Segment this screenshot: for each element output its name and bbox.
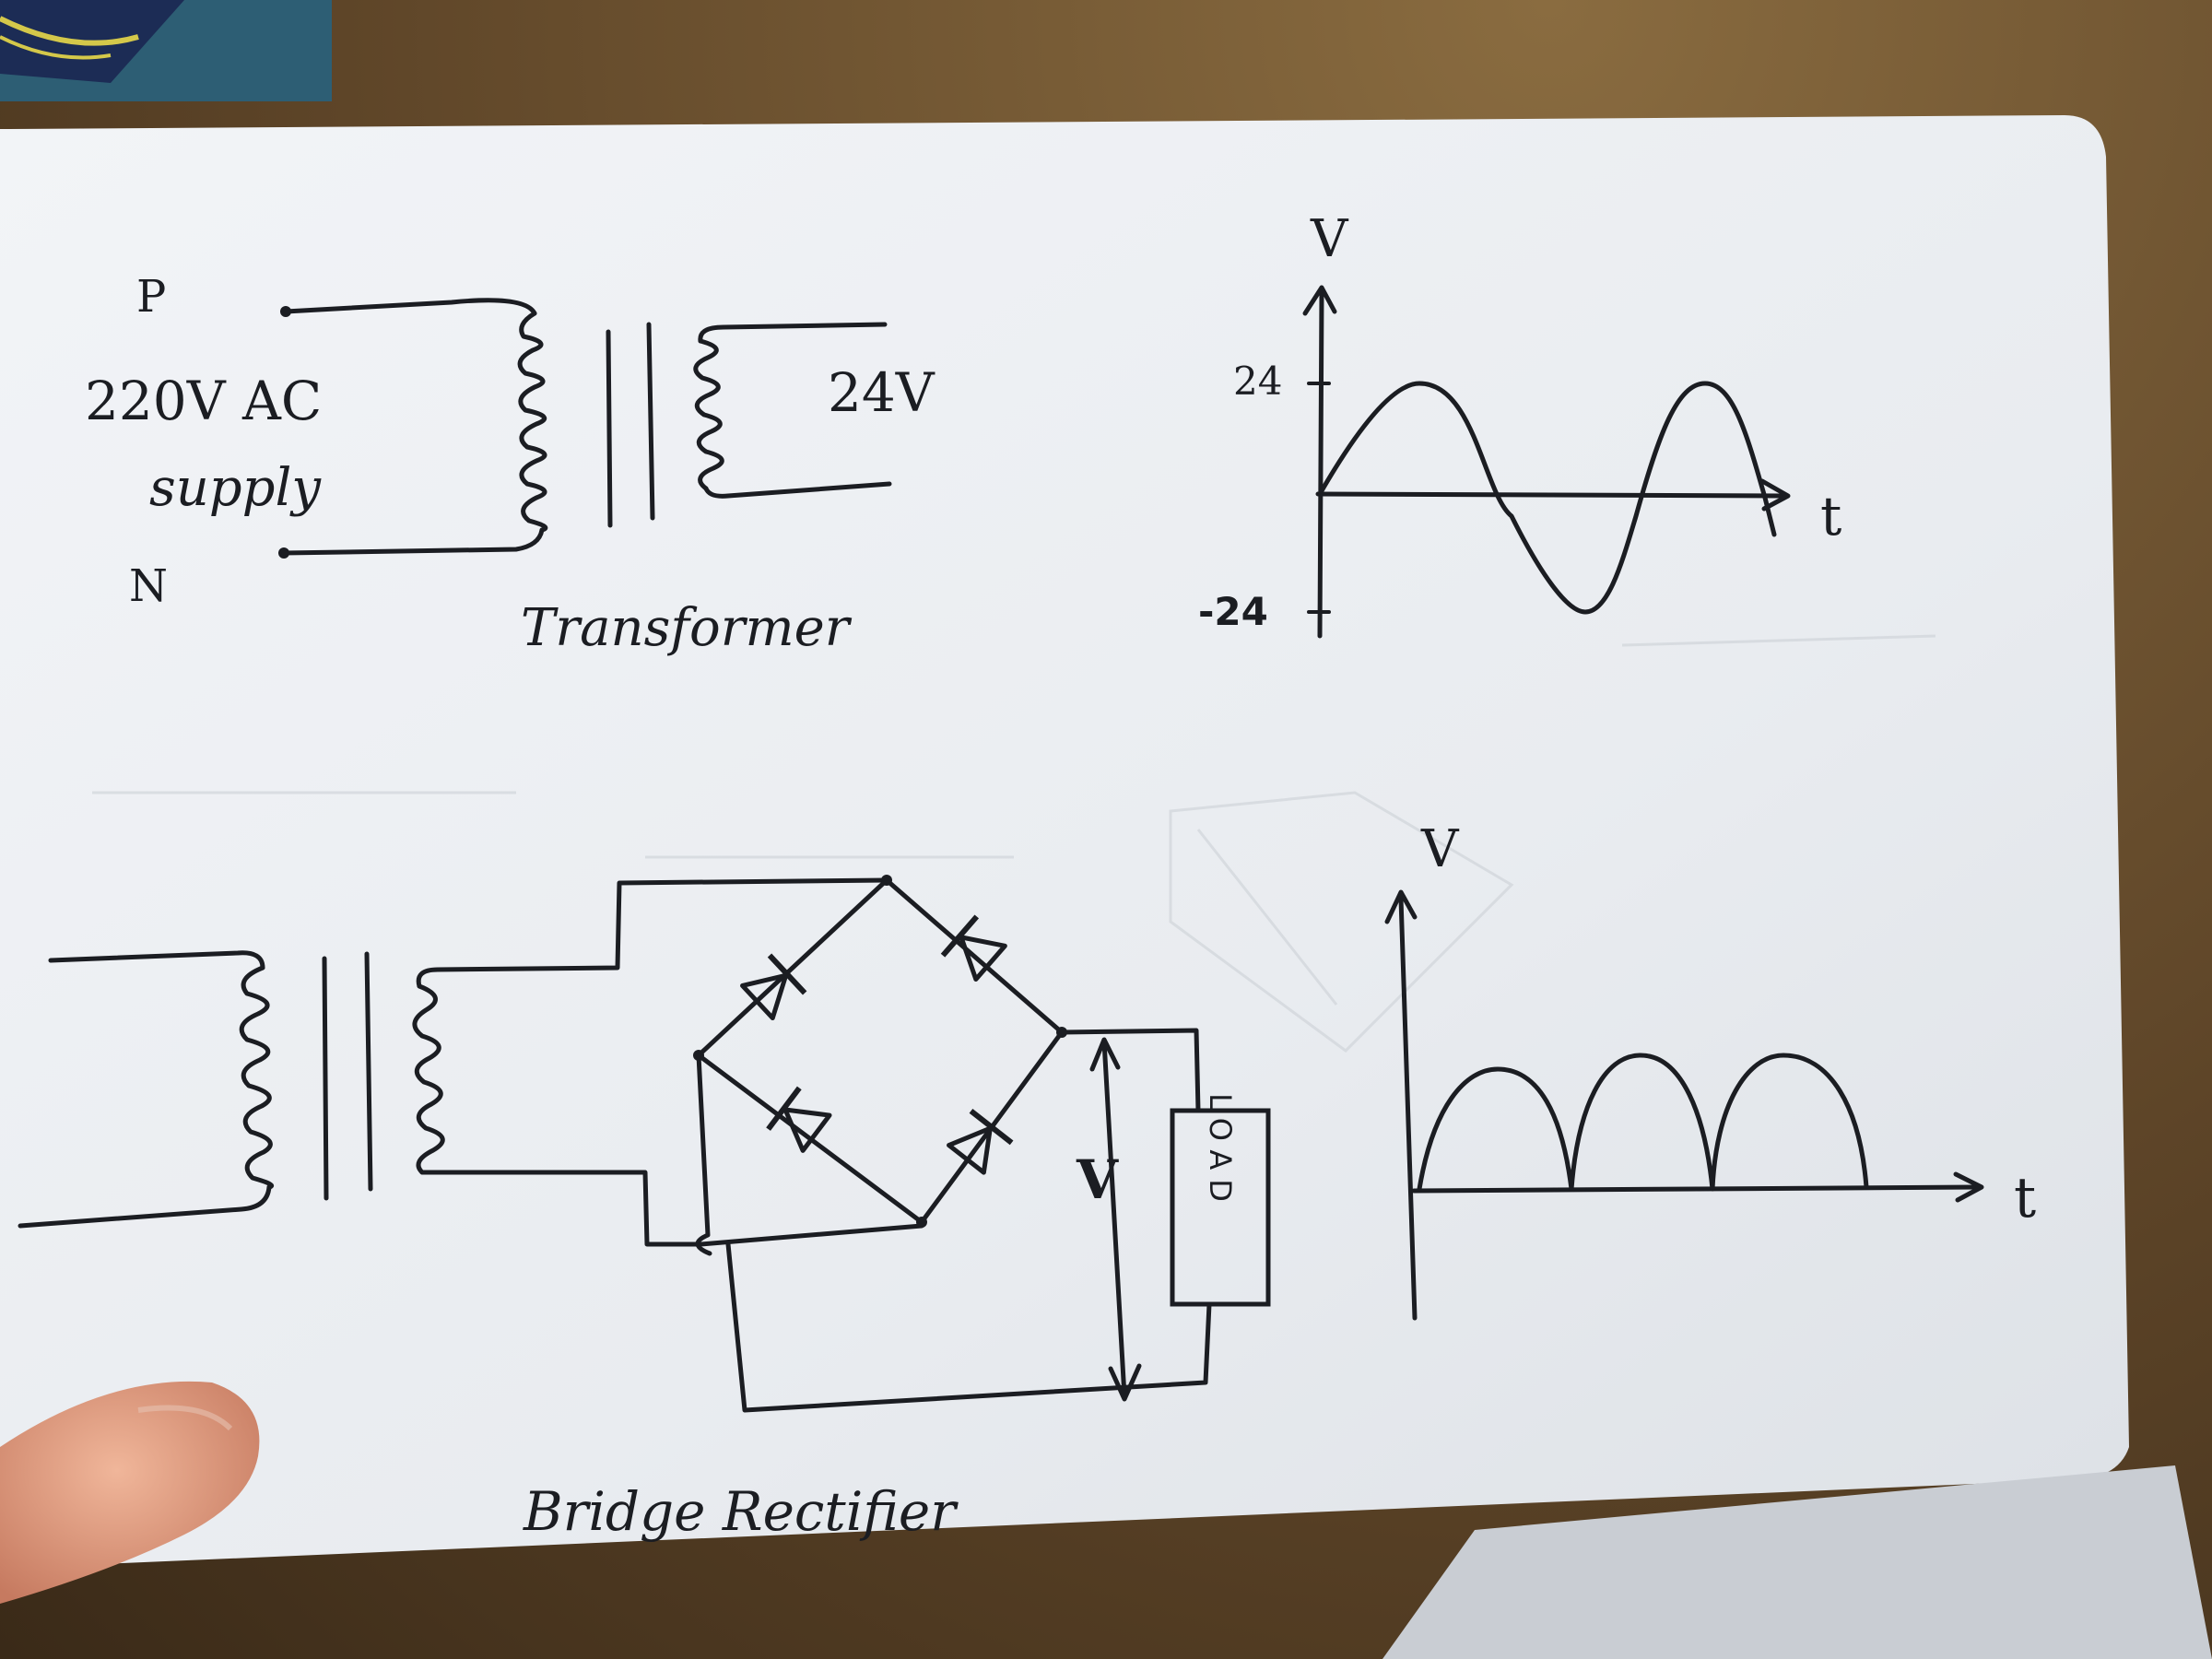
core-line-right	[646, 322, 655, 521]
core-line-left	[606, 329, 613, 528]
output-bottom-wire	[725, 1241, 1212, 1413]
load-label: LOAD	[1203, 1093, 1238, 1211]
rect-x-axis	[1411, 1184, 1980, 1194]
show-through-marks	[92, 634, 1936, 1053]
primary-top-wire	[283, 298, 537, 316]
finger	[0, 1381, 260, 1604]
rect-wave-humps	[1417, 1053, 1869, 1192]
bridge-rectifier-caption: Bridge Rectifier	[523, 1480, 959, 1543]
rectifier-core-left	[322, 956, 329, 1201]
rectifier-primary-coil	[239, 965, 275, 1190]
load-box	[1170, 1108, 1271, 1307]
ac-x-arrowhead	[1759, 478, 1791, 512]
diode-1	[740, 953, 807, 1021]
output-top-wire	[1059, 1028, 1201, 1113]
bridge-arm-top-left	[696, 877, 889, 1058]
ac-x-axis	[1315, 491, 1786, 499]
ac-sine-wave	[1317, 381, 1777, 615]
bridge-bottom-link	[698, 1223, 924, 1247]
transformer-caption: Transformer	[521, 598, 853, 658]
ac-positive-peak-label: 24	[1233, 359, 1282, 404]
output-voltage-arrow-top	[1089, 1037, 1121, 1072]
terminal-n-label: N	[129, 560, 168, 612]
ac-y-axis	[1317, 290, 1324, 639]
diode-4	[947, 1109, 1014, 1175]
output-voltage-arrow-line	[1101, 1039, 1127, 1399]
terminal-p-label: P	[136, 271, 166, 323]
secondary-bottom-wire	[703, 481, 892, 499]
rectifier-secondary-coil	[412, 983, 445, 1175]
rect-y-arrowhead	[1384, 889, 1418, 924]
output-voltage-arrow-bottom	[1108, 1363, 1142, 1402]
diode-2	[940, 914, 1007, 982]
rectifier-primary-bottom-wire	[18, 1184, 272, 1229]
transformer-diagram: P N 220V AC supply 24V Transformer	[85, 271, 935, 658]
page-edge	[1382, 1465, 2212, 1659]
bridge-rectifier-diagram: LOAD V Bridge Rectifier	[18, 875, 1271, 1543]
ac-negative-peak-label: -24	[1198, 589, 1268, 634]
supply-voltage-label: 220V AC	[85, 370, 322, 432]
bridge-left-vertical	[695, 1053, 712, 1256]
secondary-voltage-label: 24V	[828, 361, 935, 424]
ac-y-axis-label: V	[1310, 209, 1349, 269]
supply-word-label: supply	[149, 458, 322, 518]
rect-x-axis-label: t	[2014, 1166, 2036, 1230]
ac-waveform-graph: V t 24 -24	[1198, 209, 1841, 639]
rectifier-core-right	[364, 951, 373, 1192]
rect-y-axis-label: V	[1420, 819, 1460, 879]
background-box	[0, 0, 332, 101]
notebook-page	[0, 115, 2129, 1567]
rect-y-axis	[1398, 896, 1418, 1321]
rectifier-secondary-top-wire	[416, 877, 889, 989]
bridge-arm-top-right	[884, 877, 1065, 1035]
secondary-top-wire	[698, 322, 888, 344]
primary-bottom-wire	[281, 527, 545, 556]
rectifier-primary-top-wire	[48, 950, 265, 971]
primary-coil	[517, 311, 548, 533]
output-voltage-label: V	[1076, 1148, 1119, 1211]
secondary-coil	[693, 338, 724, 491]
rectifier-secondary-bottom-wire	[419, 1170, 703, 1247]
ac-x-axis-label: t	[1820, 485, 1841, 547]
diode-3	[766, 1086, 832, 1153]
ac-y-arrowhead	[1302, 285, 1337, 316]
rect-x-arrowhead	[1953, 1171, 1984, 1203]
rectified-waveform-graph: V t	[1384, 819, 2036, 1321]
